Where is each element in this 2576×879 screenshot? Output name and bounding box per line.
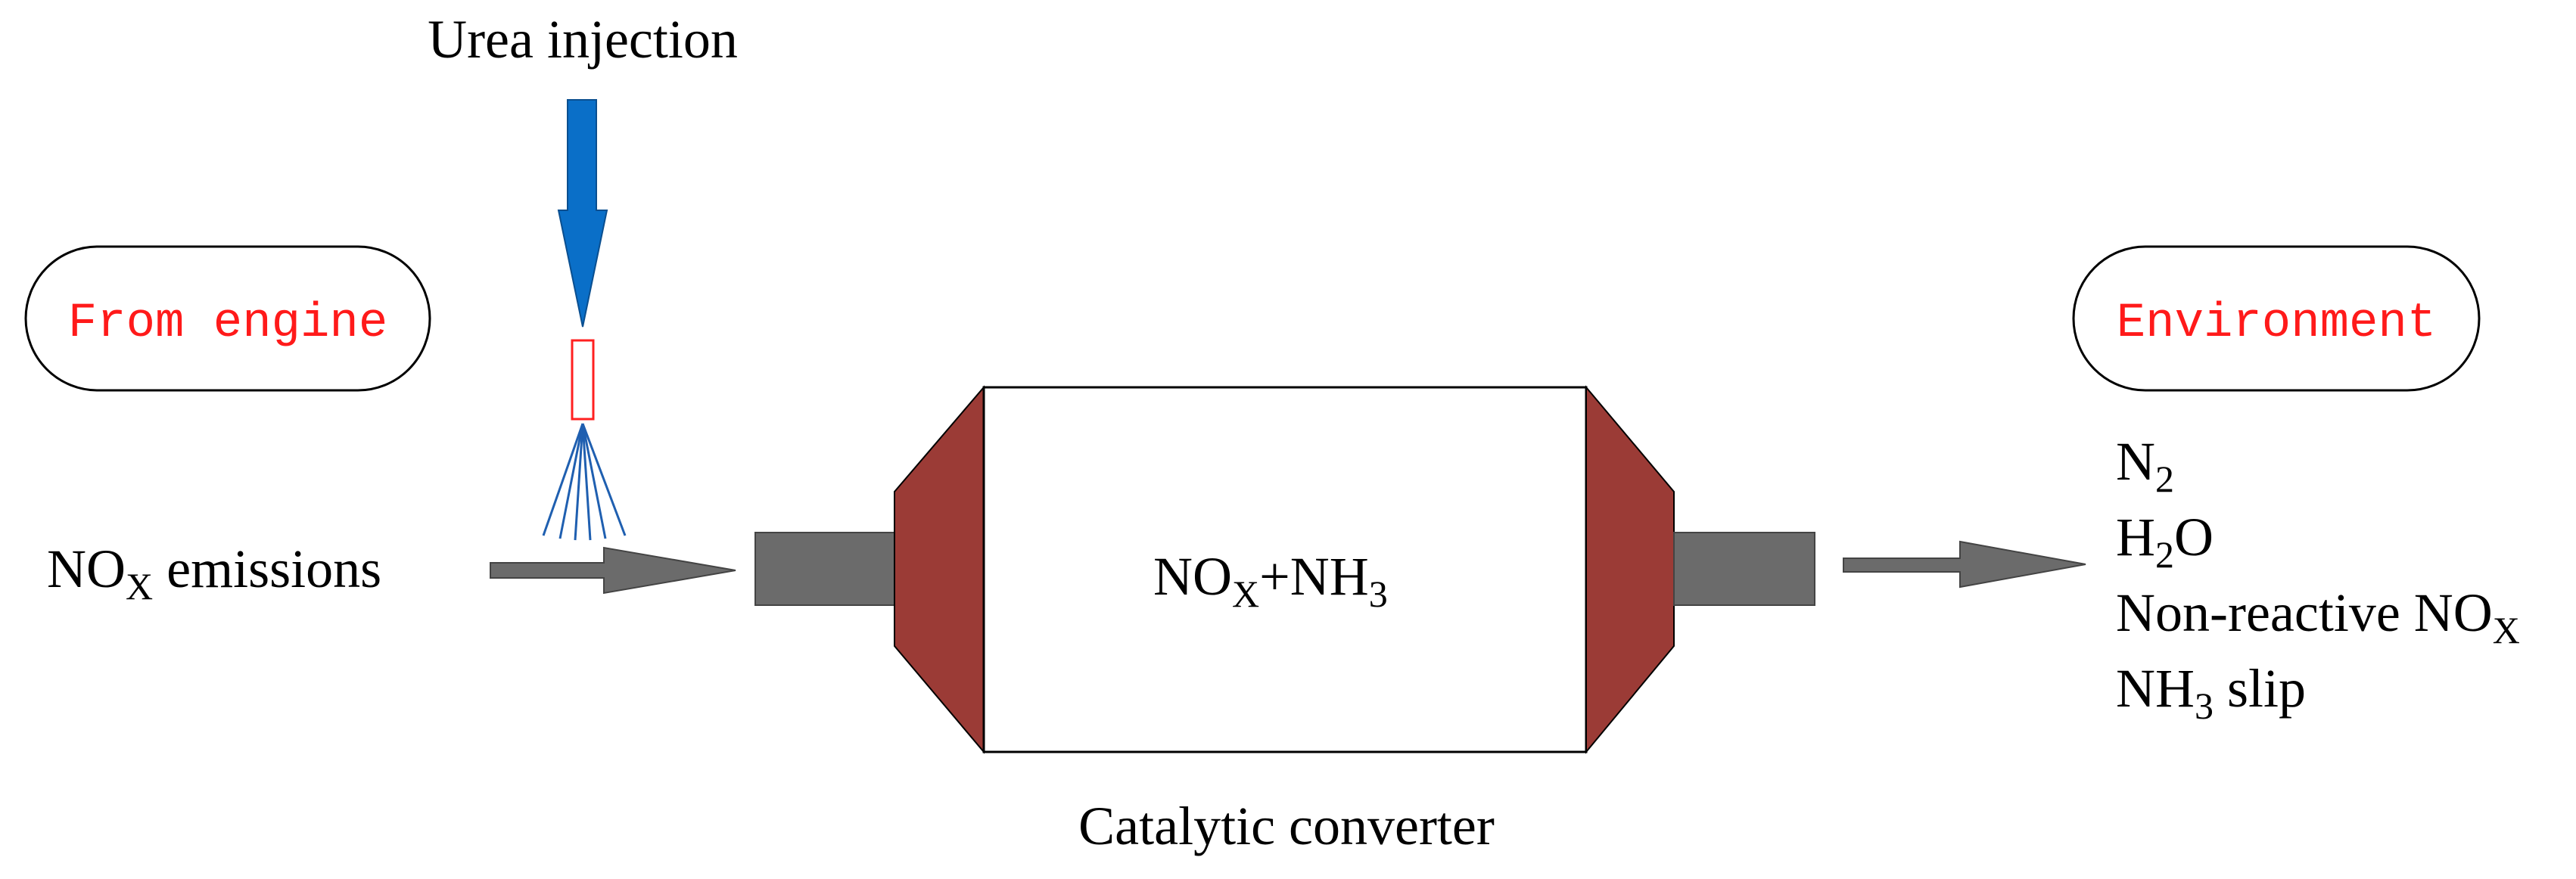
environment-label: Environment bbox=[2117, 297, 2436, 351]
urea-arrow bbox=[557, 99, 608, 328]
inlet-flow-arrow bbox=[490, 546, 736, 595]
product-nh3-slip: NH3 slip bbox=[2116, 658, 2306, 727]
product-h2o: H2O bbox=[2116, 507, 2214, 576]
urea-injection-label: Urea injection bbox=[428, 9, 738, 70]
outlet-cone bbox=[1585, 385, 1675, 754]
outlet-flow-arrow bbox=[1843, 540, 2086, 589]
from-engine-box bbox=[24, 245, 431, 392]
from-engine-label: From engine bbox=[68, 297, 387, 351]
inlet-pipe bbox=[754, 532, 898, 606]
outlet-pipe bbox=[1673, 532, 1815, 606]
urea-spray bbox=[542, 423, 627, 541]
product-non-reactive-nox: Non-reactive NOX bbox=[2116, 582, 2520, 651]
inlet-cone bbox=[894, 385, 985, 754]
converter-reaction-label: NOX+NH3 bbox=[1153, 546, 1388, 615]
urea-nozzle bbox=[571, 339, 595, 421]
product-n2: N2 bbox=[2116, 431, 2174, 500]
environment-box bbox=[2072, 245, 2481, 392]
catalytic-converter-caption: Catalytic converter bbox=[1078, 796, 1495, 856]
products-list: N2 H2O Non-reactive NOX NH3 slip bbox=[2116, 431, 2520, 727]
nox-emissions-label: NOX emissions bbox=[47, 539, 381, 607]
converter-body bbox=[982, 386, 1588, 753]
